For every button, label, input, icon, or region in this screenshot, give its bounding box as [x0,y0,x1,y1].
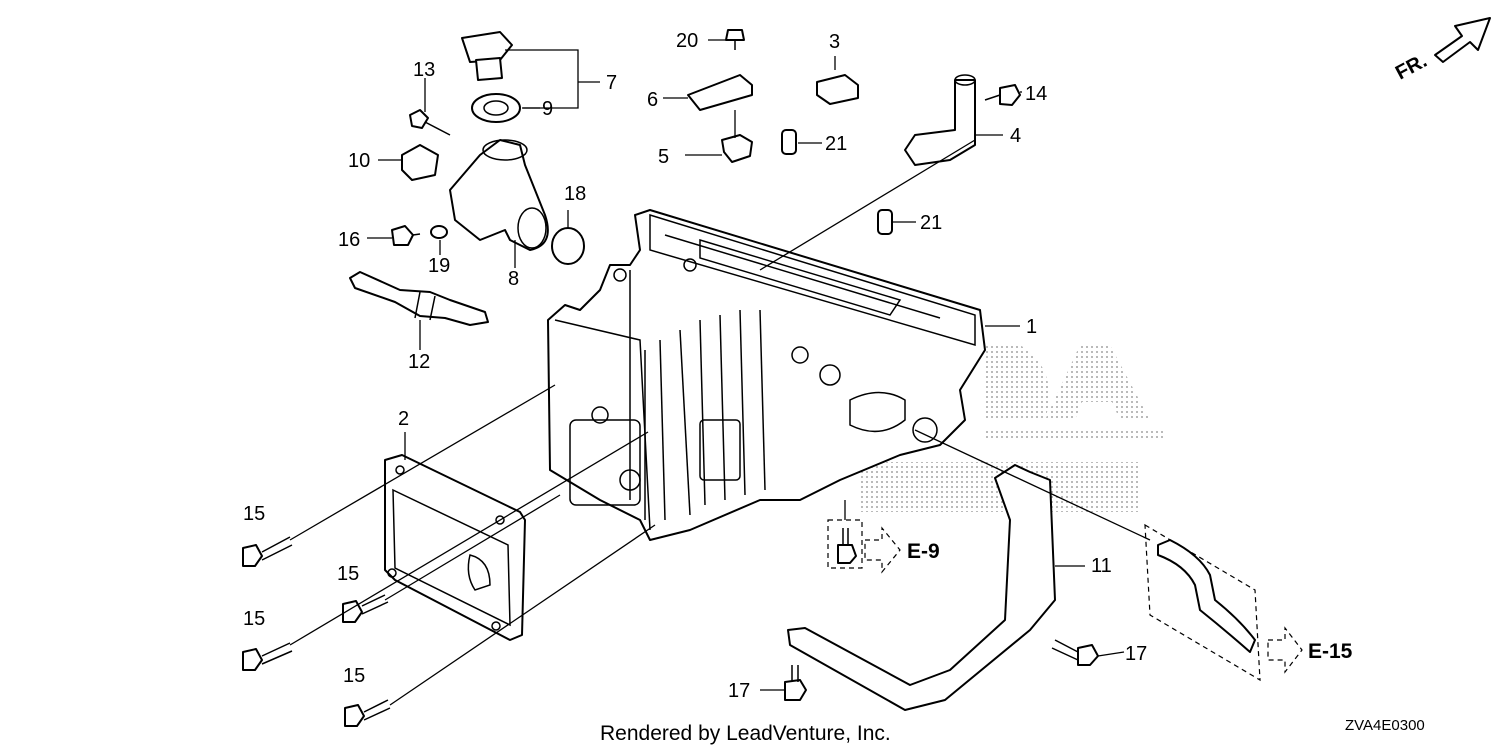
bolt-17b [784,665,807,701]
leader-lines [289,39,1151,706]
callout-5[interactable]: 5 [658,146,669,168]
callout-13[interactable]: 13 [413,59,435,81]
bracket-6 [687,74,753,111]
callout-17-b[interactable]: 17 [728,680,750,702]
callout-21-a[interactable]: 21 [825,133,847,155]
ref-e9[interactable]: E-9 [907,540,940,563]
callout-10[interactable]: 10 [348,150,370,172]
callout-15-d[interactable]: 15 [343,665,365,687]
cap [461,31,513,81]
callout-2[interactable]: 2 [398,408,409,430]
bolt-15-group [242,536,391,727]
callout-9[interactable]: 9 [542,98,553,120]
bolt-14 [984,84,1021,106]
bracket-11 [787,464,1056,711]
front-arrow-icon [1434,17,1491,63]
callout-4[interactable]: 4 [1010,125,1021,147]
callout-15-c[interactable]: 15 [243,608,265,630]
callout-14[interactable]: 14 [1025,83,1047,105]
bolt-e9 [827,519,863,569]
cap-10 [401,144,439,181]
cylinder-head [547,209,986,541]
diagram-code: ZVA4E0300 [1345,717,1425,734]
dowel-21b [877,209,893,235]
screw-16 [391,225,421,246]
spark-plug [349,271,489,326]
footer-credit: Rendered by LeadVenture, Inc. [600,722,891,745]
ring-18 [551,227,585,265]
callout-6[interactable]: 6 [647,89,658,111]
callout-1[interactable]: 1 [1026,316,1037,338]
callout-3[interactable]: 3 [829,31,840,53]
front-label: FR. [1392,50,1431,85]
arrow-e15 [1267,626,1303,674]
callout-19[interactable]: 19 [428,255,450,277]
callout-7[interactable]: 7 [606,72,617,94]
pipe-4 [904,74,976,166]
plate-5 [721,134,753,163]
bracket-3 [816,74,859,105]
callout-15-a[interactable]: 15 [243,503,265,525]
washer-19 [430,225,448,239]
callout-17-a[interactable]: 17 [1125,643,1147,665]
dowel-21a [781,129,797,155]
callout-21-b[interactable]: 21 [920,212,942,234]
tube-e15 [1144,523,1261,682]
housing [449,139,549,251]
callout-11[interactable]: 11 [1091,555,1112,577]
callout-15-b[interactable]: 15 [337,563,359,585]
callout-20[interactable]: 20 [676,30,698,52]
callout-12[interactable]: 12 [408,351,430,373]
arrow-e9 [864,526,901,574]
bolt-13 [409,109,451,136]
callout-16[interactable]: 16 [338,229,360,251]
callouts: 1 2 3 4 5 6 7 8 9 10 11 12 13 14 15 15 1… [243,30,1147,702]
callout-18[interactable]: 18 [564,183,586,205]
callout-8[interactable]: 8 [508,268,519,290]
seal [471,93,521,123]
screw-20 [725,29,745,50]
bolt-17a [1051,639,1099,666]
ref-e15[interactable]: E-15 [1308,640,1353,663]
